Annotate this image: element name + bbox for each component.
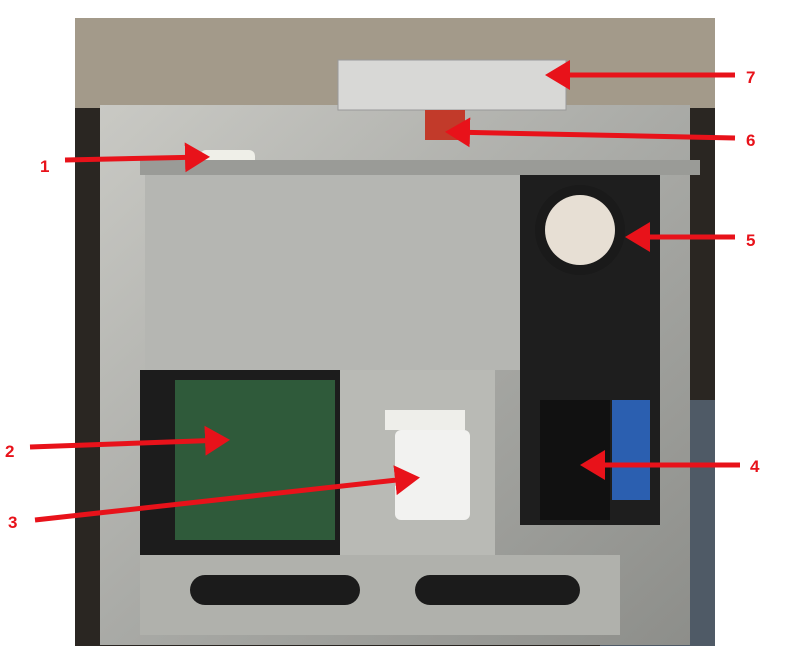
callout-label-6: 6 [746,131,755,150]
arrow-2 [29,425,230,456]
arrow-6 [445,117,736,148]
terminal-block [545,195,615,265]
callout-label-2: 2 [5,442,14,461]
callout-7: 7 [545,60,755,90]
callout-2: 2 [5,425,230,461]
callout-label-1: 1 [40,157,49,176]
power-supply [337,59,567,111]
photo [75,18,715,646]
callout-label-3: 3 [8,513,17,532]
relay-module [425,110,465,140]
arrow-3 [34,465,420,523]
callout-5: 5 [625,222,755,252]
circuit-board [175,380,335,540]
callout-6: 6 [445,117,755,150]
callout-label-7: 7 [746,68,755,87]
arrow-1 [64,142,210,173]
callout-3: 3 [8,465,420,532]
white-reservoir [395,430,470,520]
callout-label-5: 5 [746,231,755,250]
callout-1: 1 [40,142,210,176]
blue-pump [612,400,650,500]
callout-4: 4 [580,450,760,480]
callout-label-4: 4 [750,457,760,476]
back-panel [145,175,525,370]
